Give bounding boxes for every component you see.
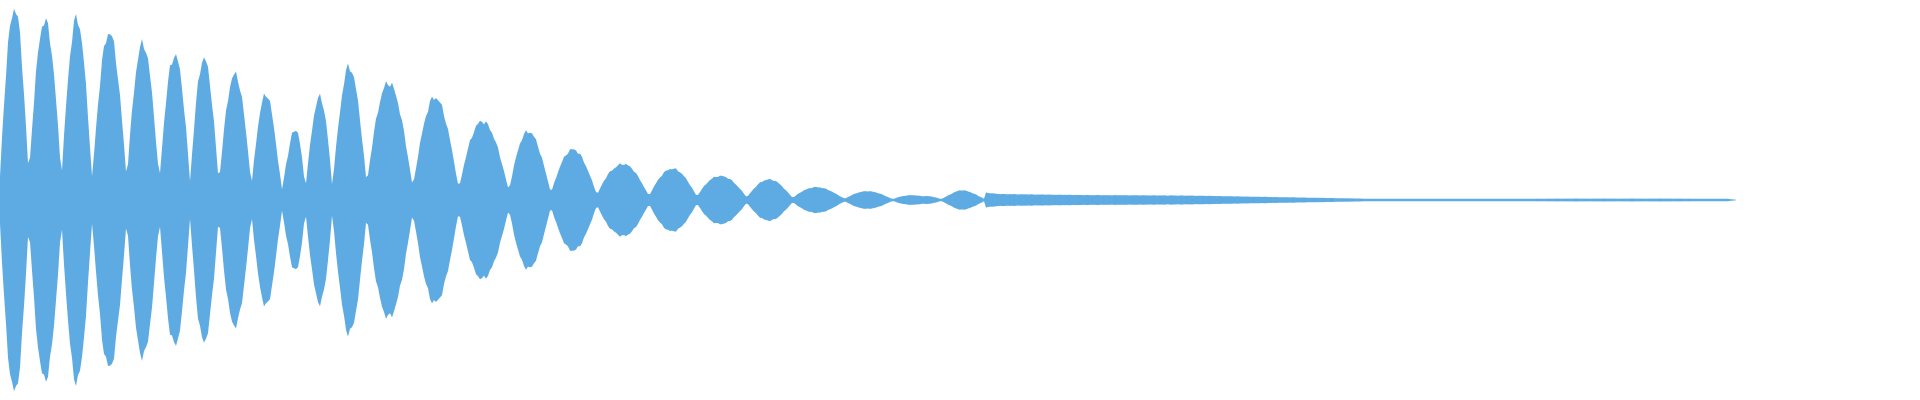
waveform-shape [0, 8, 1736, 392]
